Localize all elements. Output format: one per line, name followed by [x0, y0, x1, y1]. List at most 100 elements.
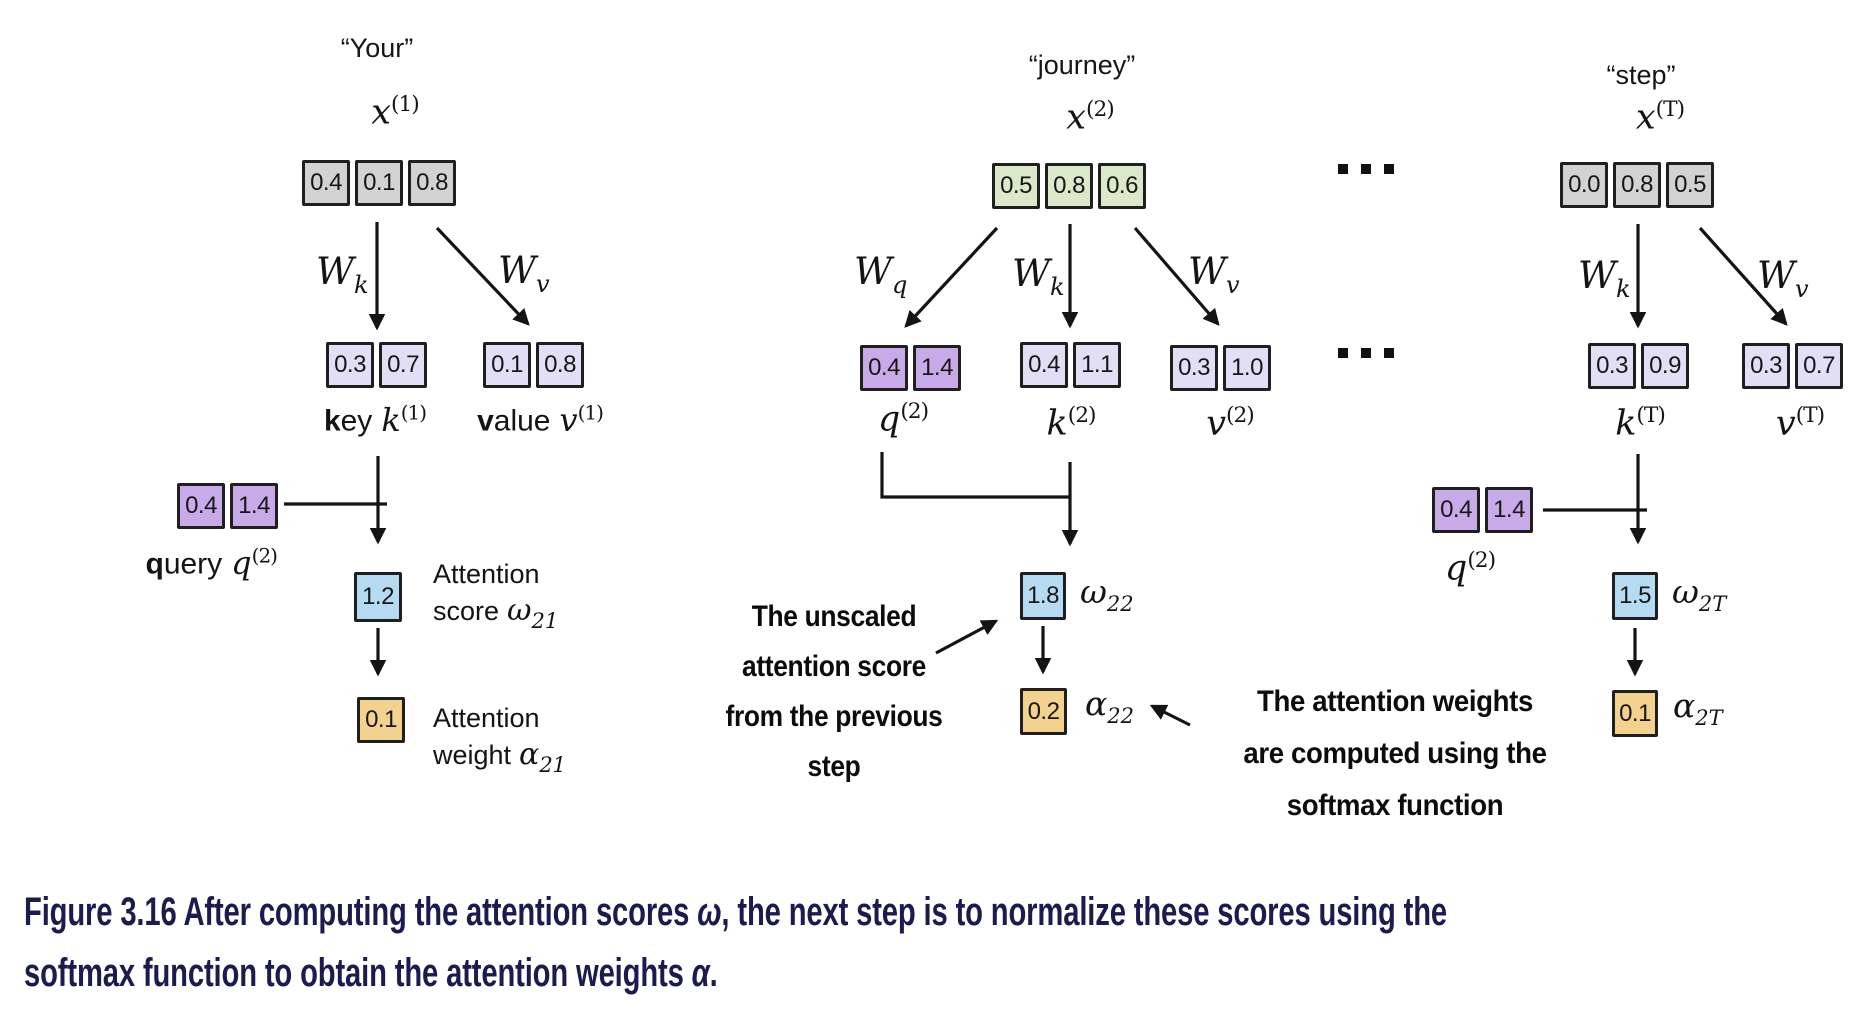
q2-label: q(2) [877, 399, 929, 440]
alpha-2t-label: α2T [1673, 686, 1723, 730]
caption-line-2: softmax function to obtain the attention… [24, 951, 718, 995]
vt-vector: 0.3 0.7 [1742, 343, 1843, 389]
k2-label: k(2) [1046, 403, 1097, 444]
xt-wv-arrow [1698, 226, 1788, 326]
ellipsis-dot [1338, 348, 1348, 358]
vector-cell: 0.1 [483, 342, 531, 388]
kt-label: k(T) [1615, 403, 1666, 444]
weight-cell: 0.1 [1612, 690, 1658, 737]
x1-vector: 0.4 0.1 0.8 [302, 160, 456, 206]
query-vector: 0.4 1.4 [177, 483, 278, 529]
x2-wv-arrow [1133, 226, 1220, 326]
vector-cell: 1.4 [1485, 487, 1533, 533]
vector-cell: 0.4 [177, 483, 225, 529]
figure-caption: Figure 3.16 After computing the attentio… [24, 882, 1447, 1004]
vector-cell: 0.7 [1795, 343, 1843, 389]
wk-matrix-label: Wk [1578, 254, 1631, 303]
x2-vector: 0.5 0.8 0.6 [992, 163, 1146, 209]
vector-cell: 0.3 [1588, 343, 1636, 389]
score-cell: 1.5 [1612, 572, 1658, 620]
xt-vector: 0.0 0.8 0.5 [1560, 162, 1714, 208]
wq-matrix-label: Wq [854, 250, 908, 299]
omega-22-label: ω22 [1080, 572, 1134, 616]
ellipsis-dot [1384, 164, 1394, 174]
attention-weight-22-box: 0.2 [1020, 688, 1067, 735]
vector-cell: 0.7 [379, 342, 427, 388]
unscaled-note-arrow [935, 619, 999, 655]
vector-cell: 0.8 [536, 342, 584, 388]
wv-matrix-label: Wv [1757, 254, 1809, 303]
wv-matrix-label: Wv [498, 249, 550, 298]
query-vector-right: 0.4 1.4 [1432, 487, 1533, 533]
q2-vector: 0.4 1.4 [860, 345, 961, 391]
caption-line-1: Figure 3.16 After computing the attentio… [24, 890, 1447, 934]
vector-cell: 1.0 [1223, 345, 1271, 391]
x2-label: x(2) [1066, 97, 1114, 138]
x2-wq-arrow [904, 226, 999, 328]
vector-cell: 0.3 [1170, 345, 1218, 391]
alpha-22-label: α22 [1085, 684, 1135, 728]
vector-cell: 0.3 [326, 342, 374, 388]
weight-cell: 0.1 [357, 697, 405, 743]
vector-cell: 0.4 [1432, 487, 1480, 533]
ellipsis-bottom [1338, 348, 1394, 358]
ellipsis-top [1338, 164, 1394, 174]
vector-cell: 1.4 [230, 483, 278, 529]
vector-cell: 0.8 [408, 160, 456, 206]
vector-cell: 0.6 [1098, 163, 1146, 209]
kt-vector: 0.3 0.9 [1588, 343, 1689, 389]
vector-cell: 0.4 [860, 345, 908, 391]
v2-vector: 0.3 1.0 [1170, 345, 1271, 391]
softmax-note: The attention weights are computed using… [1243, 685, 1547, 822]
vector-cell: 0.1 [355, 160, 403, 206]
vt-label: v(T) [1775, 403, 1825, 444]
omega-2t-label: ω2T [1672, 572, 1727, 616]
q2-k2-connector [880, 452, 1070, 499]
arrows-layer [284, 222, 1788, 727]
token-journey-label: “journey” [1028, 50, 1136, 80]
vector-cell: 0.4 [302, 160, 350, 206]
omega-symbol: ω [697, 890, 722, 934]
vector-cell: 0.5 [992, 163, 1040, 209]
vector-cell: 0.8 [1613, 162, 1661, 208]
key1-vector: 0.3 0.7 [326, 342, 427, 388]
value1-vector: 0.1 0.8 [483, 342, 584, 388]
vector-cell: 0.9 [1641, 343, 1689, 389]
wv-matrix-label: Wv [1188, 250, 1240, 299]
attention-score-2t-box: 1.5 [1612, 572, 1658, 620]
alpha-symbol: α [691, 951, 710, 995]
weight-cell: 0.2 [1020, 688, 1067, 735]
q2-label-right: q(2) [1444, 548, 1496, 589]
vector-cell: 0.5 [1666, 162, 1714, 208]
attention-weight-2t-box: 0.1 [1612, 690, 1658, 737]
x1-wv-arrow [435, 226, 530, 326]
vector-cell: 0.0 [1560, 162, 1608, 208]
wk-matrix-label: Wk [316, 250, 369, 299]
xt-label: x(T) [1635, 97, 1685, 138]
vector-cell: 0.4 [1020, 342, 1068, 388]
attention-score-22-box: 1.8 [1020, 572, 1066, 620]
ellipsis-dot [1361, 348, 1371, 358]
token-step-label: “step” [1606, 60, 1676, 90]
k2-vector: 0.4 1.1 [1020, 342, 1121, 388]
attention-weight-21-box: 0.1 [357, 697, 405, 743]
score-cell: 1.2 [354, 572, 402, 622]
wk-matrix-label: Wk [1012, 252, 1065, 301]
attention-score-21-box: 1.2 [354, 572, 402, 622]
vector-cell: 0.8 [1045, 163, 1093, 209]
ellipsis-dot [1361, 164, 1371, 174]
vector-cell: 1.4 [913, 345, 961, 391]
vector-cell: 1.1 [1073, 342, 1121, 388]
ellipsis-dot [1384, 348, 1394, 358]
vector-cell: 0.3 [1742, 343, 1790, 389]
x1-label: x(1) [371, 92, 419, 133]
token-your-label: “Your” [340, 33, 414, 63]
softmax-note-arrow [1149, 704, 1191, 727]
ellipsis-dot [1338, 164, 1348, 174]
score-cell: 1.8 [1020, 572, 1066, 620]
